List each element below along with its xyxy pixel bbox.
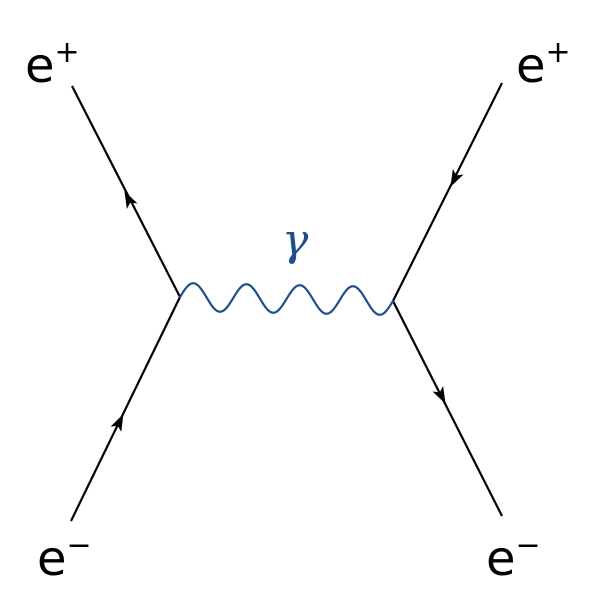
label-top-right-positron: e+ (516, 35, 571, 94)
photon-propagator-line (178, 282, 395, 316)
incoming-positron-line (392, 82, 503, 302)
arrow-icon-bottom-left (110, 414, 124, 432)
label-bottom-left-electron: e− (37, 528, 92, 587)
arrow-icon-bottom-right (432, 386, 446, 404)
label-bottom-right-electron: e− (486, 528, 541, 587)
outgoing-positron-line (71, 85, 181, 298)
outgoing-electron-line (392, 300, 503, 517)
incoming-electron-line (70, 296, 181, 522)
label-top-left-positron: e+ (25, 35, 80, 94)
arrow-icon-top-right (450, 169, 464, 187)
photon-label: γ (282, 215, 309, 266)
arrow-icon-top-left (124, 191, 138, 209)
